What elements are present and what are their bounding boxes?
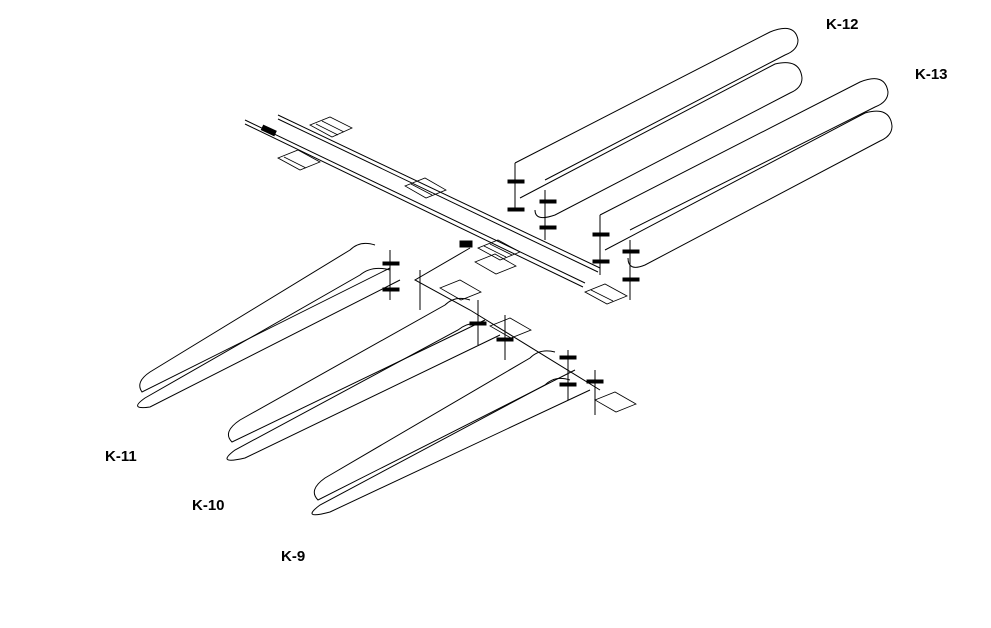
label-k9: K-9 (281, 548, 306, 565)
loop-k13 (592, 78, 893, 300)
label-k10: K-10 (192, 497, 225, 514)
main-header-pipe (244, 114, 601, 288)
loop-k9 (311, 350, 604, 516)
label-k12: K-12 (826, 16, 859, 33)
label-k13: K-13 (915, 66, 948, 83)
manifold-blocks (277, 116, 637, 413)
label-k11: K-11 (105, 448, 137, 465)
loop-k12 (507, 27, 803, 240)
loop-k10 (226, 297, 514, 461)
loop-k11 (137, 242, 421, 409)
branch-pipe (413, 247, 601, 391)
